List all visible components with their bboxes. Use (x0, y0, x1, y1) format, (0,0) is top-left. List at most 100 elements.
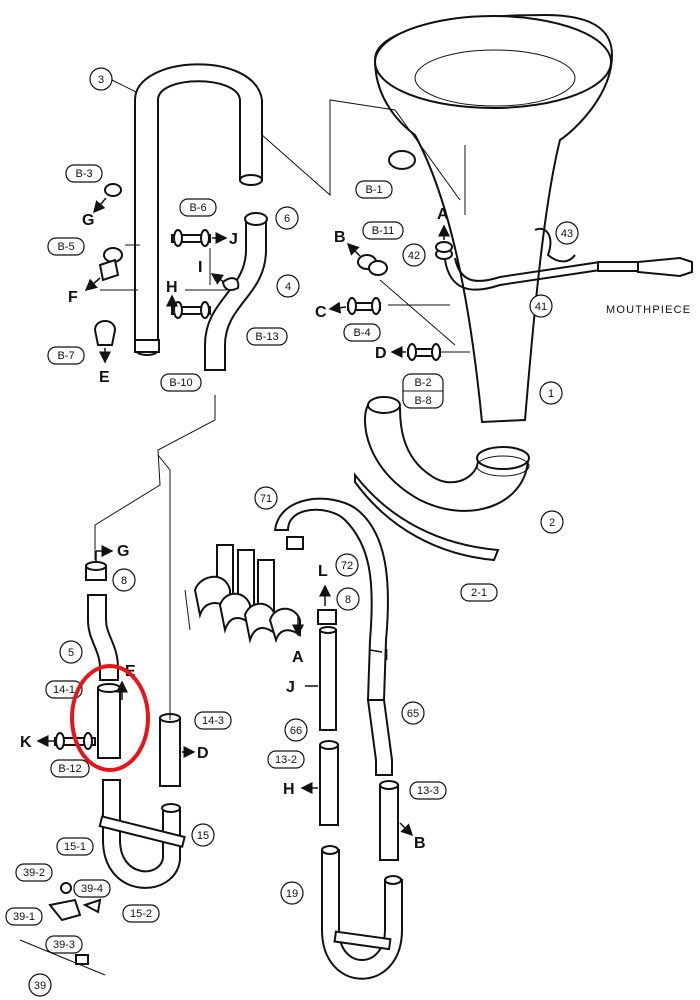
callout-39-3: 39-3 (45, 935, 83, 954)
callout-15-1: 15-1 (56, 837, 94, 856)
callout-b2-b8: B-2B-8 (402, 373, 444, 409)
tube-14-1 (97, 683, 121, 759)
svg-text:B-4: B-4 (353, 327, 370, 339)
svg-text:C: C (315, 304, 327, 321)
callout-b11: B-11 (362, 221, 404, 240)
tube-5 (85, 561, 119, 681)
tube-65 (366, 699, 393, 776)
tube-4 (204, 212, 268, 371)
svg-text:H: H (166, 279, 178, 296)
tube-13-2 (319, 740, 339, 826)
svg-text:39: 39 (34, 980, 46, 992)
callout-41: 41 (529, 294, 553, 318)
svg-text:J: J (229, 231, 238, 248)
svg-text:66: 66 (290, 725, 302, 737)
tube-13-3 (379, 780, 399, 861)
callout-42: 42 (402, 243, 426, 267)
svg-text:B: B (414, 835, 426, 852)
leadpipe (435, 227, 693, 291)
callout-71: 71 (254, 486, 278, 510)
svg-text:B-5: B-5 (57, 241, 74, 253)
tube-3 (134, 63, 263, 356)
bell (373, 13, 614, 424)
callout-4: 4 (276, 274, 300, 298)
svg-text:1: 1 (548, 388, 554, 400)
svg-text:15: 15 (197, 830, 209, 842)
svg-text:B-7: B-7 (57, 350, 74, 362)
highlight-circle (70, 664, 150, 772)
svg-text:3: 3 (98, 74, 104, 86)
callout-b7: B-7 (47, 346, 85, 365)
callout-72: 72 (335, 553, 359, 577)
svg-text:B-3: B-3 (75, 168, 92, 180)
svg-text:41: 41 (535, 301, 547, 313)
svg-text:G: G (117, 543, 129, 560)
callout-b5: B-5 (47, 237, 85, 256)
svg-text:72: 72 (341, 560, 353, 572)
bell-bow (354, 396, 530, 562)
svg-text:I: I (198, 259, 202, 276)
svg-text:14-1: 14-1 (53, 684, 75, 696)
callout-2-1: 2-1 (460, 583, 498, 602)
svg-text:15-1: 15-1 (64, 841, 86, 853)
callout-8-left: 8 (112, 568, 136, 592)
svg-text:42: 42 (408, 250, 420, 262)
svg-text:B-12: B-12 (58, 763, 81, 775)
callout-15-2: 15-2 (122, 904, 160, 923)
svg-text:B-10: B-10 (169, 377, 192, 389)
svg-text:4: 4 (285, 281, 291, 293)
crook-15 (98, 779, 186, 889)
callout-b6: B-6 (179, 198, 217, 217)
svg-text:H: H (283, 781, 295, 798)
svg-text:D: D (375, 345, 387, 362)
callout-8-right: 8 (336, 587, 360, 611)
svg-text:E: E (99, 369, 110, 386)
leader-lines (19, 99, 470, 976)
callout-14-1: 14-1 (45, 680, 83, 699)
svg-text:I: I (384, 647, 388, 664)
tube-66 (317, 609, 337, 731)
svg-text:39-4: 39-4 (81, 883, 103, 895)
callout-39-2: 39-2 (15, 863, 53, 882)
svg-text:B-11: B-11 (372, 225, 394, 237)
svg-text:B: B (334, 229, 346, 246)
svg-text:B-1: B-1 (365, 184, 382, 196)
svg-text:F: F (68, 289, 78, 306)
callout-b1: B-1 (355, 180, 393, 199)
callout-39: 39 (28, 973, 52, 997)
callout-43: 43 (555, 221, 579, 245)
svg-text:19: 19 (286, 888, 298, 900)
callout-3: 3 (89, 67, 137, 93)
svg-text:15-2: 15-2 (130, 908, 152, 920)
svg-text:71: 71 (260, 493, 272, 505)
svg-text:5: 5 (68, 647, 74, 659)
callout-1: 1 (539, 381, 563, 405)
callout-b10: B-10 (160, 373, 202, 392)
callout-b13: B-13 (246, 327, 288, 346)
callout-2: 2 (540, 510, 564, 534)
mouthpiece-label: MOUTHPIECE (606, 304, 691, 316)
svg-text:B-6: B-6 (189, 202, 206, 214)
callout-5: 5 (59, 640, 83, 664)
direction-letters: G F E J I H A B C D G L A I E J K D (20, 197, 450, 852)
svg-text:B-13: B-13 (255, 331, 278, 343)
svg-text:B-2: B-2 (414, 377, 431, 389)
callout-6: 6 (275, 206, 299, 230)
svg-text:39-2: 39-2 (23, 867, 45, 879)
svg-text:43: 43 (561, 228, 573, 240)
callout-13-3: 13-3 (409, 781, 447, 800)
svg-text:39-1: 39-1 (13, 911, 35, 923)
callout-39-1: 39-1 (5, 907, 43, 926)
svg-text:2-1: 2-1 (471, 587, 487, 599)
tube-71 (273, 497, 389, 701)
svg-text:14-3: 14-3 (202, 715, 224, 727)
svg-text:B-8: B-8 (414, 395, 431, 407)
callout-14-3: 14-3 (194, 711, 232, 730)
svg-text:8: 8 (345, 594, 351, 606)
small-parts (48, 150, 453, 965)
svg-text:2: 2 (549, 517, 555, 529)
callout-b12: B-12 (50, 759, 90, 778)
callout-65: 65 (401, 701, 425, 725)
